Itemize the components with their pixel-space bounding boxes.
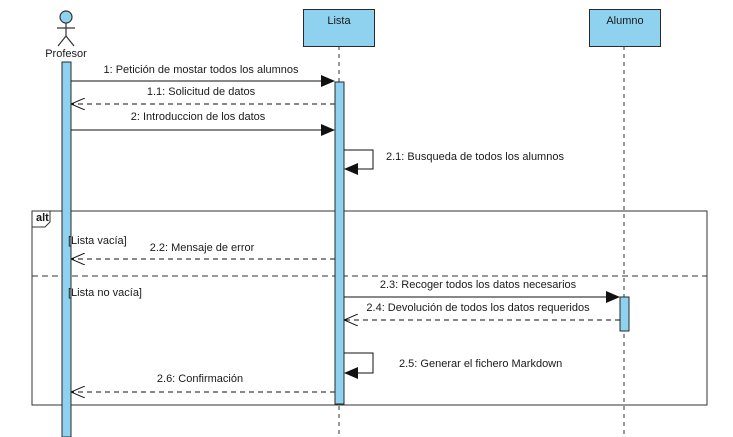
- actor-name-label: Profesor: [45, 48, 87, 60]
- message-2-5-label: 2.5: Generar el fichero Markdown: [399, 358, 563, 370]
- lista-activation: [334, 81, 345, 405]
- guard-lista-no-vacia: [Lista no vacía]: [68, 287, 142, 299]
- alumno-activation: [619, 296, 630, 332]
- guard-lista-vacia: [Lista vacía]: [68, 235, 127, 247]
- message-2-4-label: 2.4: Devolución de todos los datos reque…: [366, 302, 590, 314]
- alumno-lifeline-head: Alumno: [589, 9, 661, 47]
- message-2-1-self-arrow: [344, 149, 374, 175]
- message-2-6-label: 2.6: Confirmación: [156, 373, 244, 385]
- alt-operator-tab: [31, 210, 51, 228]
- profesor-activation: [61, 61, 72, 437]
- message-2-label: 2: Introduccion de los datos: [130, 111, 266, 123]
- message-2-2-label: 2.2: Mensaje de error: [149, 242, 255, 254]
- alt-operator-label: alt: [36, 212, 49, 224]
- message-1-1-label: 1.1: Solicitud de datos: [146, 86, 256, 98]
- message-2-1-label: 2.1: Busqueda de todos los alumnos: [386, 151, 564, 163]
- message-2-3-label: 2.3: Recoger todos los datos necesarios: [377, 279, 579, 292]
- alt-fragment: [31, 210, 708, 406]
- lista-lifeline-head: Lista: [303, 9, 375, 47]
- message-1-label: 1: Petición de mostar todos los alumnos: [103, 64, 299, 76]
- actor-icon: [57, 10, 75, 47]
- message-2-5-self-arrow: [344, 352, 374, 379]
